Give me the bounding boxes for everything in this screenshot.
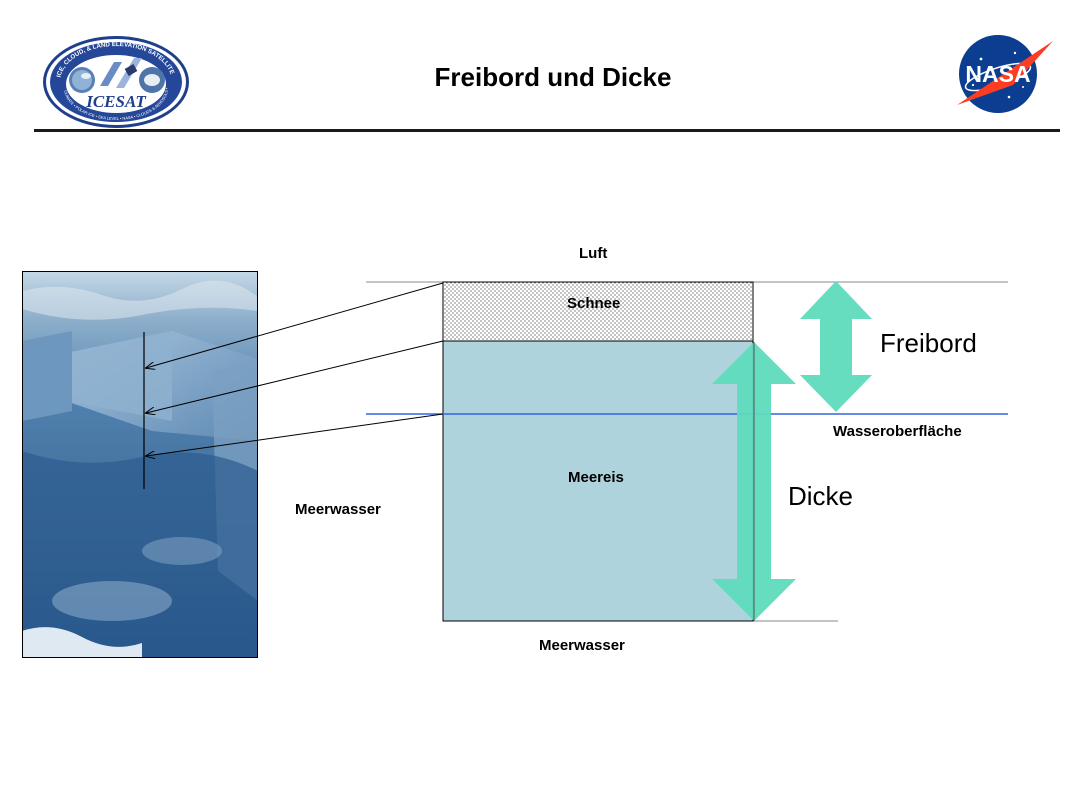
- label-thickness: Dicke: [788, 481, 854, 511]
- snow-layer: [442, 281, 754, 342]
- label-sea-water-left: Meerwasser: [295, 501, 381, 518]
- sea-ice-block: [442, 340, 754, 622]
- label-sea-ice: Meereis: [568, 469, 624, 486]
- label-snow: Schnee: [567, 295, 621, 312]
- icesat-wordmark: ICESAT: [85, 92, 146, 111]
- label-freeboard: Freibord: [880, 328, 977, 358]
- nasa-wordmark: NASA: [965, 61, 1030, 87]
- icesat-logo: ICE, CLOUD, & LAND ELEVATION SATELLITE C…: [41, 30, 190, 130]
- label-sea-water-bottom: Meerwasser: [539, 637, 625, 654]
- pointer-water-level: [146, 413, 444, 456]
- freeboard-arrow: [800, 281, 872, 412]
- pointer-snow-surface: [146, 282, 444, 368]
- nasa-logo: NASA: [951, 33, 1055, 117]
- header-divider: [34, 129, 1060, 132]
- label-air: Luft: [579, 245, 608, 262]
- sea-ice-photo: [22, 271, 258, 658]
- label-water-surface: Wasseroberfläche: [833, 423, 962, 440]
- page-title: Freibord und Dicke: [434, 62, 672, 92]
- pointer-ice-surface: [146, 340, 444, 413]
